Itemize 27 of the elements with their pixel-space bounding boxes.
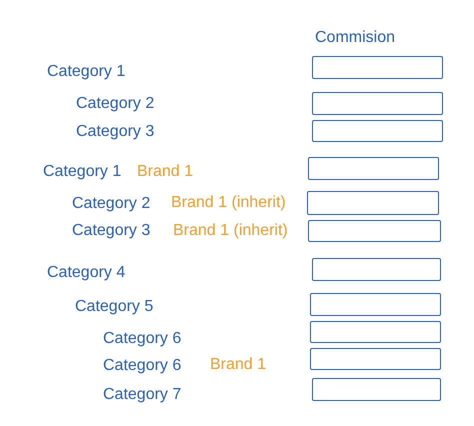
category-label: Category 4: [47, 263, 126, 282]
input-field: [312, 92, 443, 115]
input-field: [308, 220, 441, 242]
input-field: [310, 293, 441, 316]
input-field: [308, 157, 439, 180]
input-field: [312, 56, 443, 79]
input-field: [312, 258, 441, 281]
brand-label: Brand 1 (inherit): [171, 193, 286, 212]
category-label: Category 6: [103, 329, 182, 348]
brand-label: Brand 1 (inherit): [173, 221, 288, 240]
brand-label: Brand 1: [137, 162, 194, 181]
input-field: [310, 321, 441, 343]
input-field: [307, 191, 439, 215]
category-label: Category 2: [76, 94, 154, 113]
category-label: Category 3: [76, 122, 154, 141]
category-label: Category 5: [75, 297, 154, 316]
category-label: Category 7: [103, 385, 182, 404]
column-heading: Commision: [315, 28, 396, 47]
brand-label: Brand 1: [210, 355, 266, 374]
input-field: [312, 378, 441, 401]
category-label: Category 1: [47, 62, 126, 81]
category-label: Category 6: [103, 356, 182, 375]
input-field: [312, 120, 443, 142]
input-field: [310, 348, 441, 370]
category-label: Category 3: [72, 221, 150, 240]
category-label: Category 2: [72, 194, 150, 213]
category-label: Category 1: [43, 162, 122, 181]
